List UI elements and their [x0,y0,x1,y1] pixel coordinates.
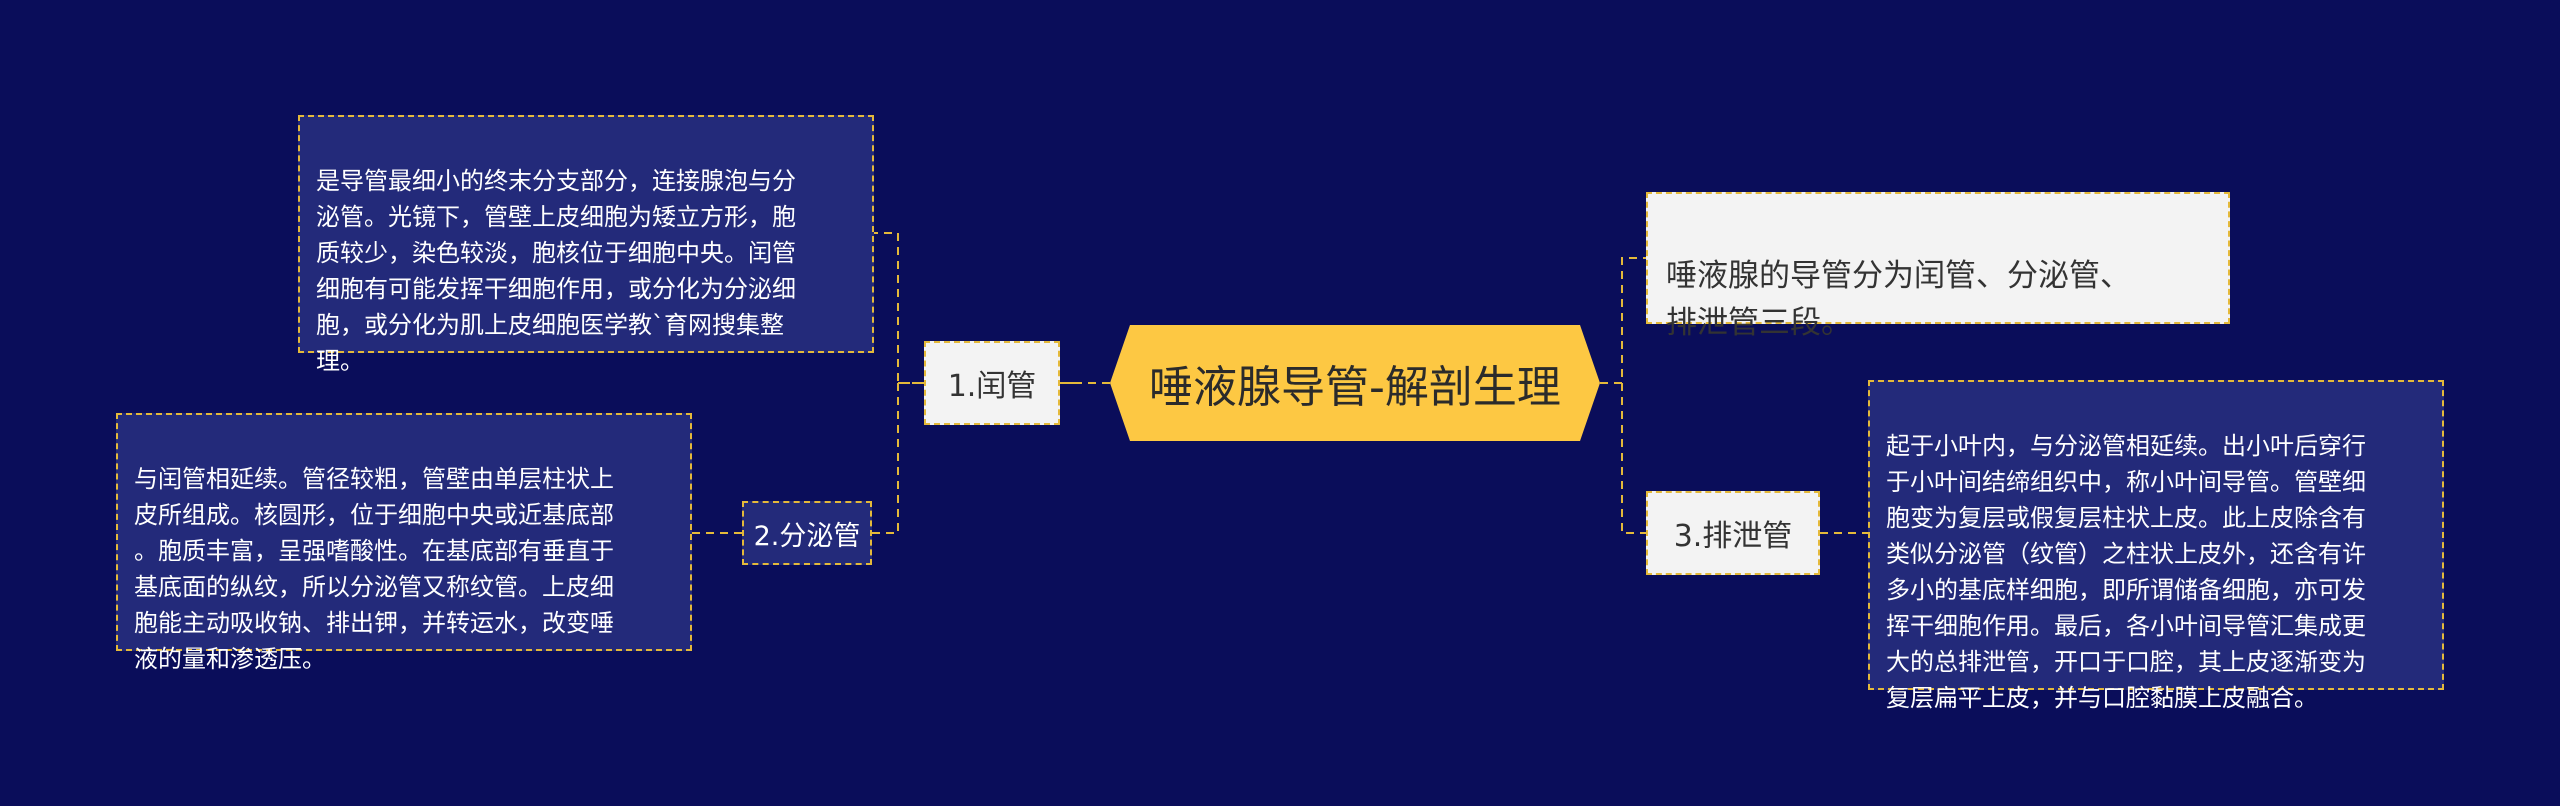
desc-runguan-text: 是导管最细小的终末分支部分，连接腺泡与分 泌管。光镜下，管壁上皮细胞为矮立方形，… [316,167,796,375]
root-topic[interactable]: 唾液腺导管-解剖生理 [1110,325,1600,441]
summary-text: 唾液腺的导管分为闰管、分泌管、 排泄管三段。 [1666,258,2131,341]
root-hexagon-shape [1110,325,1600,441]
topic-paixieguan[interactable]: 3.排泄管 [1646,491,1820,575]
desc-fenmiguan-text: 与闰管相延续。管径较粗，管壁由单层柱状上 皮所组成。核圆形，位于细胞中央或近基底… [134,465,614,673]
desc-paixieguan: 起于小叶内，与分泌管相延续。出小叶后穿行 于小叶间结缔组织中，称小叶间导管。管壁… [1868,380,2444,712]
summary-box[interactable]: 唾液腺的导管分为闰管、分泌管、 排泄管三段。 [1646,192,2230,341]
topic-fenmiguan-label: 2.分泌管 [753,520,861,552]
connector-runguan-desc [874,232,924,384]
connector-left-stem [872,383,899,534]
desc-runguan: 是导管最细小的终末分支部分，连接腺泡与分 泌管。光镜下，管壁上皮细胞为矮立方形，… [298,115,874,375]
connector-root-right [1600,257,1646,384]
desc-paixieguan-text: 起于小叶内，与分泌管相延续。出小叶后穿行 于小叶间结缔组织中，称小叶间导管。管壁… [1886,432,2366,712]
topic-fenmiguan[interactable]: 2.分泌管 [742,501,872,565]
root-label: 唾液腺导管-解剖生理 [1149,362,1561,413]
desc-fenmiguan: 与闰管相延续。管径较粗，管壁由单层柱状上 皮所组成。核圆形，位于细胞中央或近基底… [116,413,692,673]
topic-paixieguan-label: 3.排泄管 [1673,519,1793,554]
connector-right-bottom [1621,383,1646,534]
topic-runguan[interactable]: 1.闰管 [924,341,1060,425]
topic-runguan-label: 1.闰管 [947,369,1037,404]
